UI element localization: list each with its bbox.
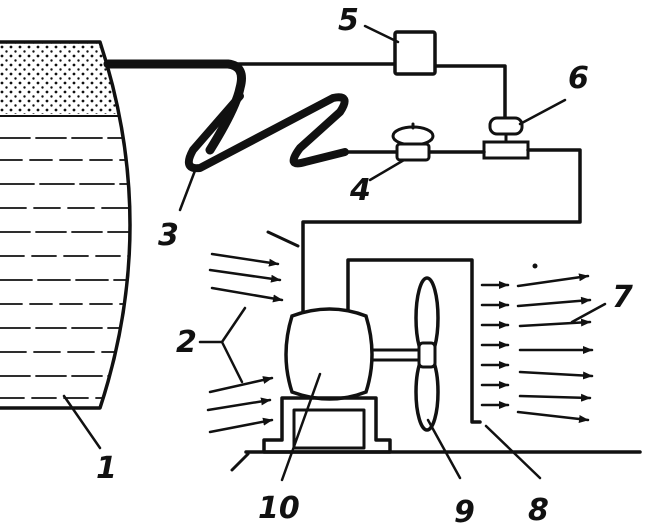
- fan-shaft: [370, 348, 422, 362]
- control-line: [433, 64, 507, 120]
- leader-7: [570, 302, 607, 324]
- leader-10: [280, 372, 322, 482]
- tank-vapor-space: [0, 42, 130, 114]
- ink-dot: [532, 263, 538, 269]
- leader-9: [426, 418, 462, 480]
- housing-edge-mark: [266, 230, 300, 248]
- leader-3: [178, 166, 198, 212]
- label-7: 7: [612, 280, 633, 315]
- liquid-line-right: [301, 148, 582, 314]
- pressure-control-box: [393, 30, 437, 76]
- expansion-valve: [391, 122, 435, 162]
- tank: [0, 40, 132, 410]
- label-9: 9: [454, 495, 475, 530]
- label-10: 10: [258, 491, 300, 526]
- label-2: 2: [176, 325, 197, 360]
- leader-5: [363, 24, 400, 44]
- label-1: 1: [96, 451, 117, 486]
- leader-2: [198, 306, 247, 384]
- intake-air-arrows: [206, 252, 284, 434]
- base-hatch: [230, 452, 250, 472]
- label-8: 8: [528, 493, 549, 528]
- tank-outline: [0, 40, 132, 410]
- label-6: 6: [568, 61, 589, 96]
- condenser-frame: [346, 258, 482, 424]
- leader-1: [62, 394, 102, 450]
- leader-4: [368, 158, 406, 182]
- leader-lines: [62, 24, 607, 482]
- compressor: [262, 307, 392, 454]
- tank-liquid-lines: [0, 115, 130, 399]
- leader-6: [518, 98, 567, 126]
- evaporator-coil: [184, 92, 349, 173]
- evaporator-coil-upper-pipe: [103, 59, 246, 155]
- label-4: 4: [349, 173, 371, 208]
- leader-8: [484, 424, 542, 480]
- exhaust-air-arrows: [480, 273, 594, 423]
- label-3: 3: [158, 218, 179, 253]
- fan: [414, 276, 440, 432]
- label-5: 5: [338, 3, 359, 38]
